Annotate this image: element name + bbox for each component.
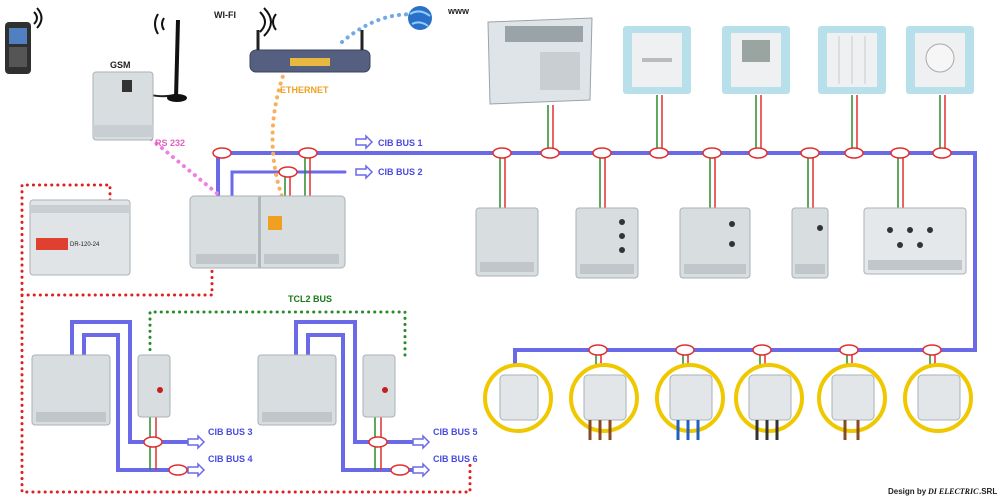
phone-icon [5, 7, 43, 74]
cib-bus-4-line [82, 333, 192, 472]
rs232-link [138, 128, 227, 202]
round-module-1 [483, 363, 553, 433]
arrow-bus-4 [187, 462, 206, 478]
arrow-bus-3 [187, 434, 206, 450]
arrow-bus-2 [355, 164, 374, 180]
tcl2-link [148, 310, 407, 357]
cib-bus-6-line [306, 333, 417, 472]
din-module-2 [575, 207, 639, 279]
din-module-4 [791, 207, 829, 279]
right-module-a [257, 354, 337, 426]
globe-icon [408, 6, 432, 30]
round-module-6 [903, 363, 973, 433]
tcl2-label: TCL2 BUS [288, 294, 332, 304]
cib-bus-2-line [230, 170, 347, 198]
wall-panel-icon [623, 26, 691, 94]
round-module-4 [734, 363, 804, 440]
power-supply-model: DR-120-24 [70, 242, 100, 248]
power-supply: DR-120-24 [29, 199, 131, 276]
thermostat-icon [906, 26, 974, 94]
www-label: www [447, 6, 470, 16]
gsm-antenna-icon [154, 13, 187, 102]
din-module-3 [679, 207, 751, 279]
arrow-bus-1 [355, 134, 374, 150]
round-module-3 [655, 363, 725, 440]
keypad-icon [487, 17, 593, 105]
central-controller [189, 195, 346, 269]
brand-logo: DI ELECTRIC [927, 487, 979, 496]
cib-bus-6-label: CIB BUS 6 [433, 454, 478, 464]
ethernet-label: ETHERNET [280, 85, 329, 95]
arrow-bus-5 [412, 434, 431, 450]
bus-arrows [187, 134, 431, 478]
din-module-5 [863, 207, 967, 275]
brand-suffix: .SRL [979, 487, 997, 496]
power-link [20, 183, 472, 494]
wifi-label: WI-FI [214, 10, 236, 20]
left-module-a [31, 354, 111, 426]
cib-bus-3-label: CIB BUS 3 [208, 427, 253, 437]
cib-bus-5-label: CIB BUS 5 [433, 427, 478, 437]
ethernet-link [270, 68, 287, 207]
cib-bus-1-label: CIB BUS 1 [378, 138, 423, 148]
cib-bus-2-label: CIB BUS 2 [378, 167, 423, 177]
footer-credit: Design by DI ELECTRIC .SRL [888, 487, 997, 496]
right-module-b [362, 354, 396, 418]
cib-bus-4-label: CIB BUS 4 [208, 454, 253, 464]
design-by: Design by [888, 487, 927, 496]
gsm-label: GSM [110, 60, 131, 70]
bus-junctions [143, 147, 952, 476]
rs232-label: RS 232 [155, 138, 185, 148]
round-module-2 [569, 363, 639, 440]
display-panel-icon [722, 26, 790, 94]
left-module-b [137, 354, 171, 418]
gsm-module [92, 71, 154, 141]
wifi-router-icon [249, 7, 371, 73]
push-button-icon [818, 26, 886, 94]
arrow-bus-6 [412, 462, 431, 478]
bus-lines [70, 151, 977, 472]
din-module-1 [475, 207, 539, 277]
power-link-2 [20, 268, 214, 297]
round-module-5 [817, 363, 887, 440]
cib-bus-1-line [216, 151, 977, 367]
